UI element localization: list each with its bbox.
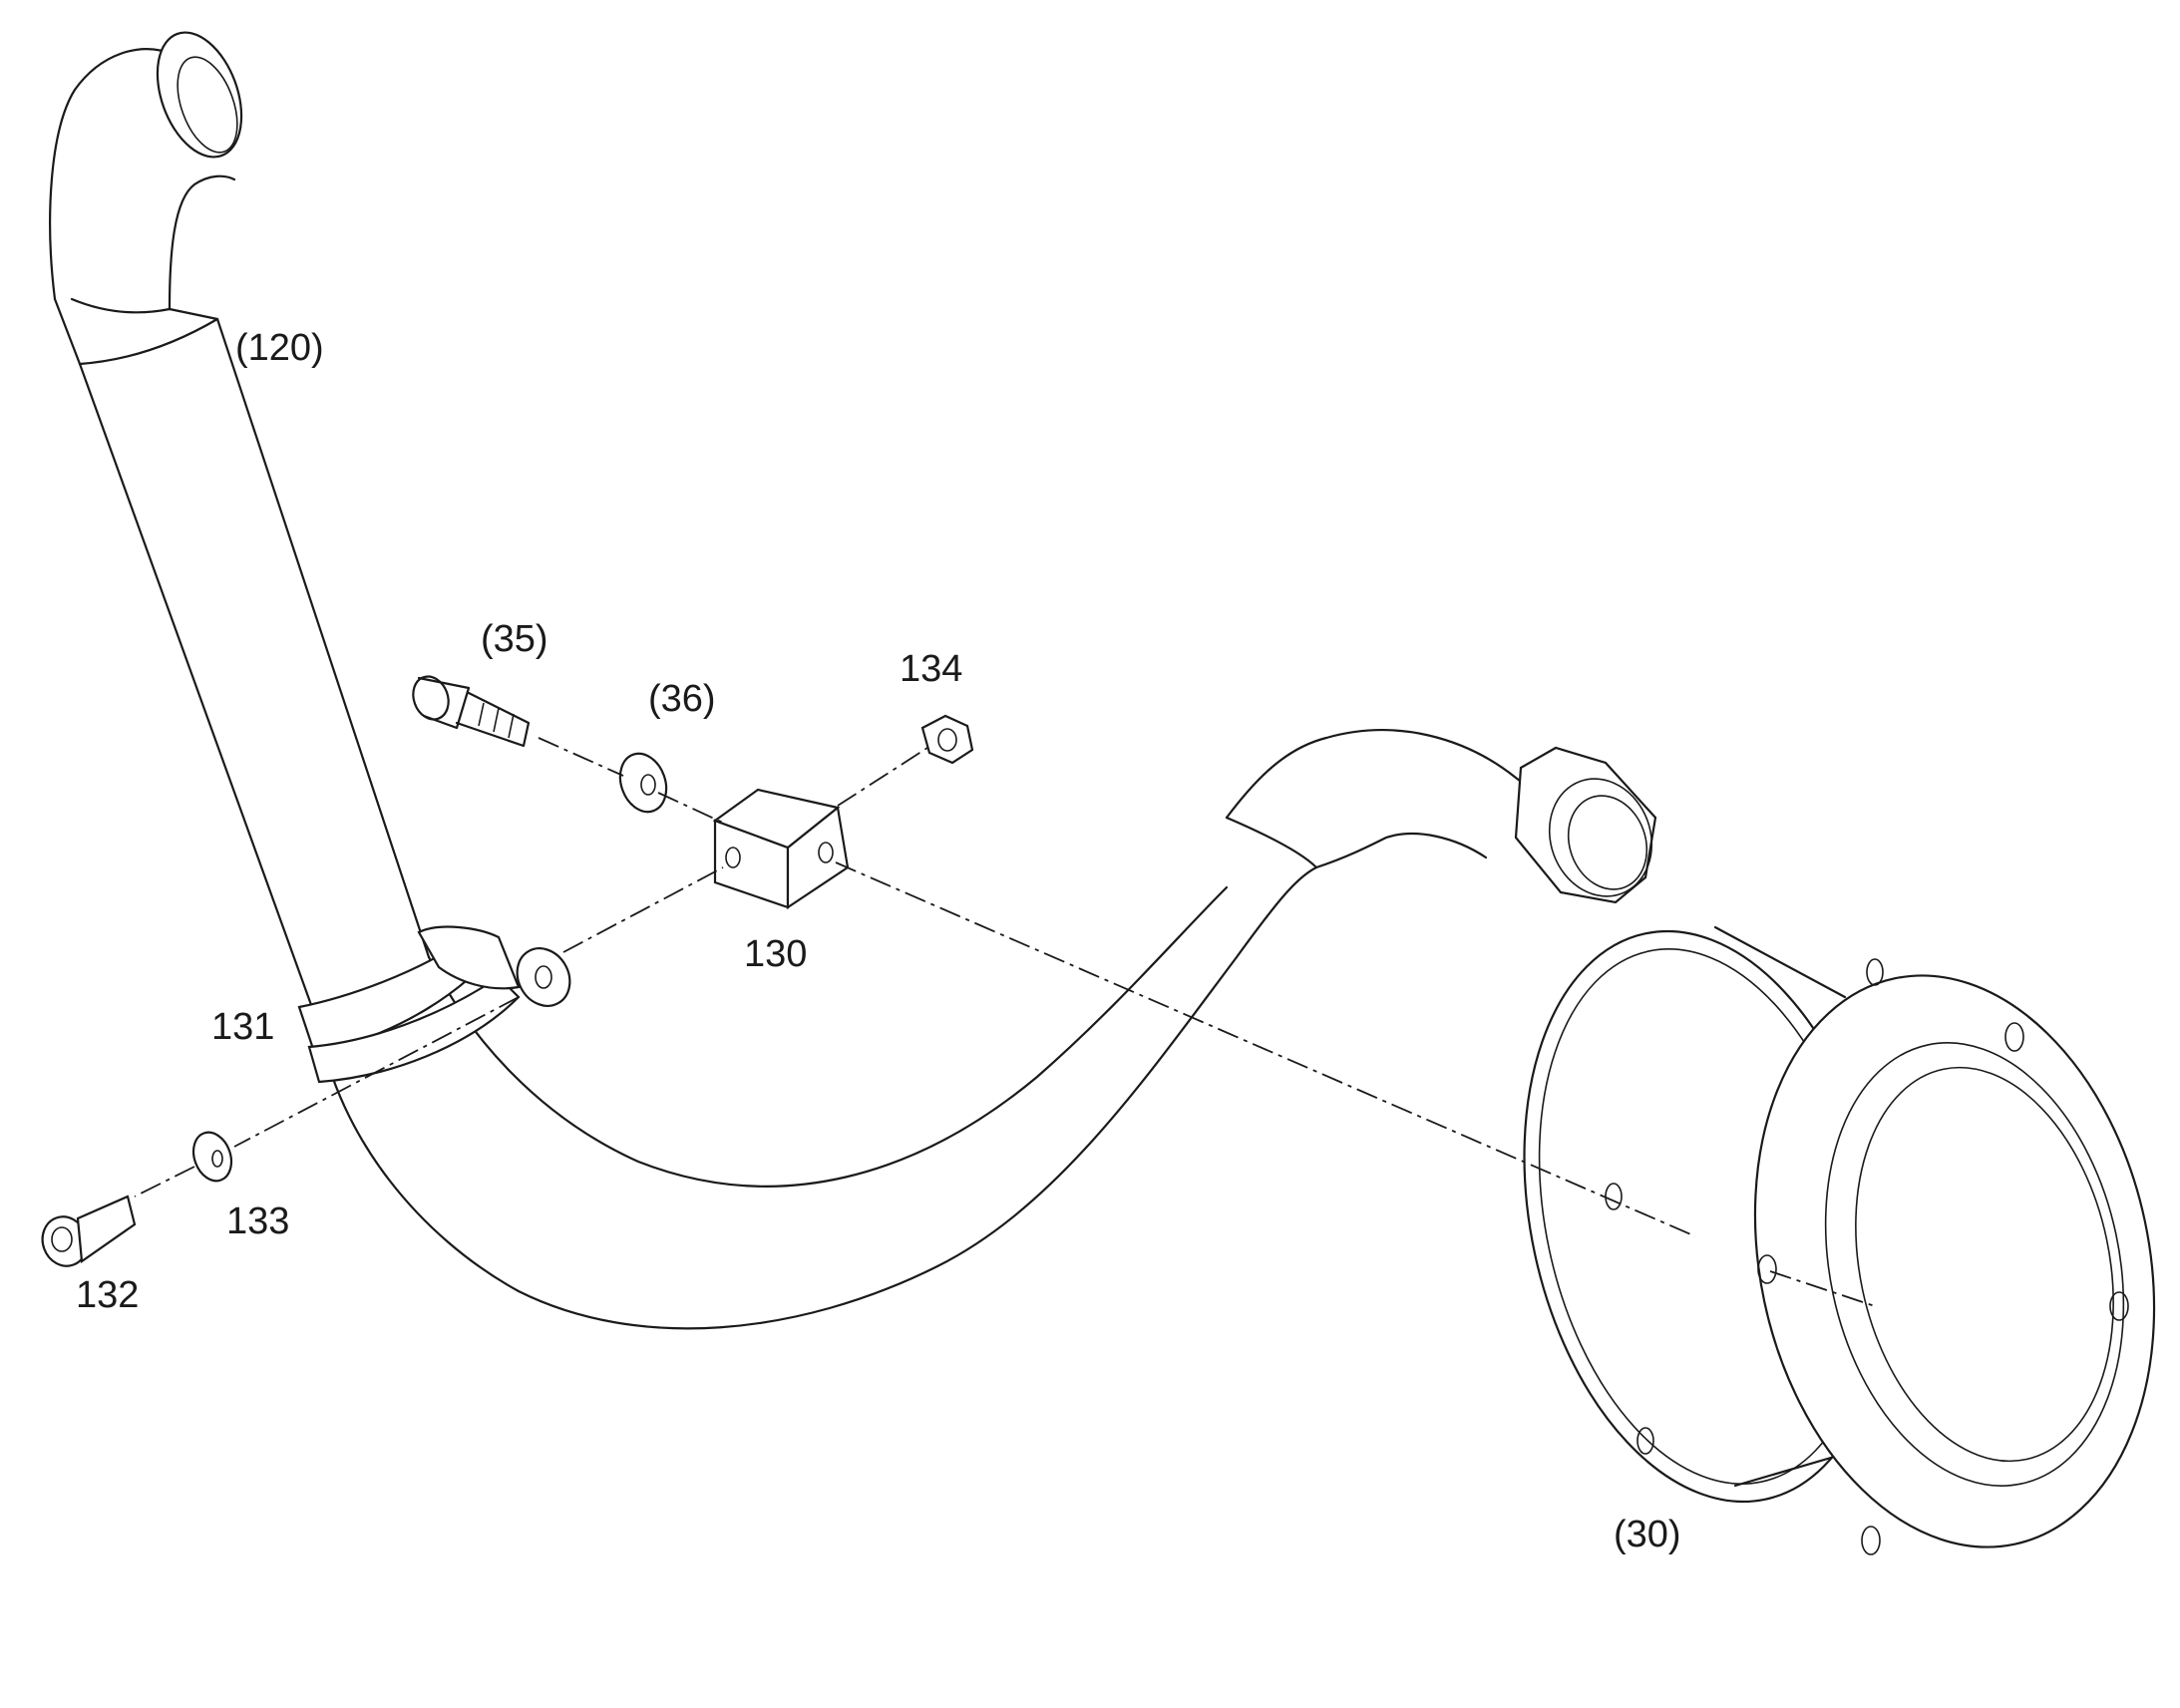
washer-part-36 [618,752,668,814]
label-bracket-130: 130 [744,933,808,975]
label-clamp-131: 131 [211,1006,275,1048]
bolt-part-35 [412,675,531,748]
nut-part-134 [920,714,974,765]
clamp-part-131 [297,925,571,1084]
label-bolt-35: (35) [481,618,548,660]
washer-part-133 [191,1131,233,1183]
label-flange-30: (30) [1614,1514,1681,1555]
label-screw-132: 132 [76,1274,140,1316]
center-lines [134,737,1876,1307]
pipe-part-120 [49,31,1657,1330]
label-washer-133: 133 [226,1200,290,1242]
label-washer-36: (36) [648,678,716,720]
label-pipe-120: (120) [235,327,324,369]
hex-nut-fitting [1514,746,1657,904]
screw-part-132 [41,1195,137,1267]
flange-part-30 [1523,925,2156,1555]
bracket-part-130 [712,788,850,910]
label-nut-134: 134 [900,648,963,690]
pipe-elbow-flange [156,31,243,159]
